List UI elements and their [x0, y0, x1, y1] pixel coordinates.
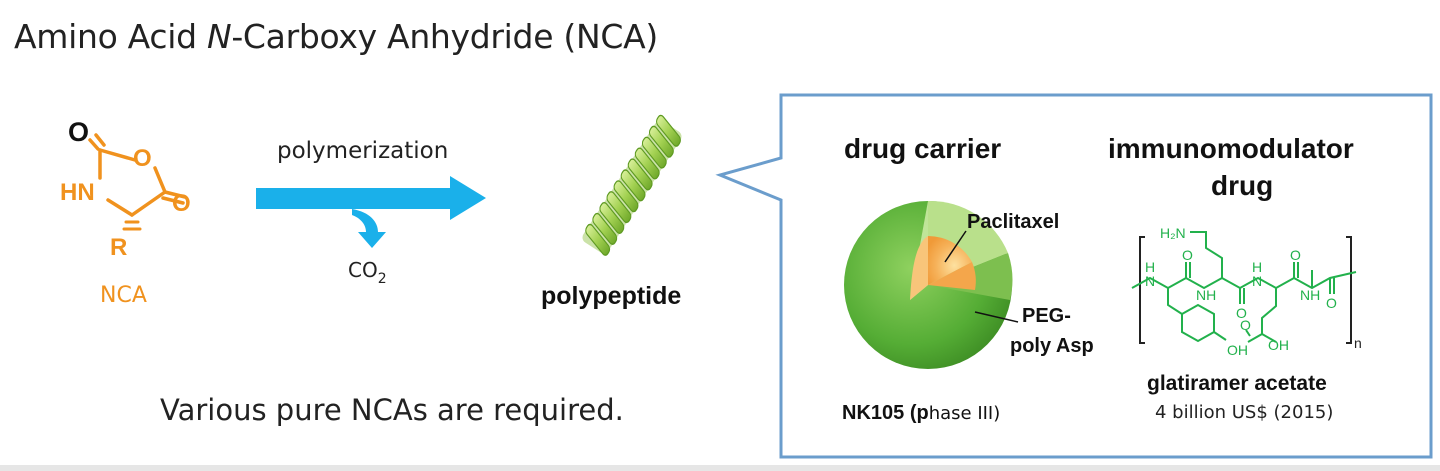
- polypeptide-helix: [582, 114, 682, 256]
- atom-nh2: NH: [1196, 287, 1216, 303]
- atom-nh1-n: N: [1145, 273, 1155, 289]
- peg-label-line1: PEG-: [1022, 305, 1071, 327]
- nca-atom-r: R: [110, 234, 127, 261]
- nk105-phase: hase III): [929, 403, 1001, 424]
- glatiramer-label: glatiramer acetate: [1147, 372, 1327, 395]
- atom-oh-glu: OH: [1268, 337, 1289, 353]
- nca-atom-hn: HN: [60, 179, 95, 206]
- nk105-label: NK105 (phase III): [842, 402, 1000, 424]
- callout-box: [715, 93, 1433, 459]
- paclitaxel-label: Paclitaxel: [967, 211, 1059, 233]
- atom-oh-tyr: OH: [1227, 342, 1248, 358]
- polymerization-label: polymerization: [277, 138, 448, 164]
- nca-label: NCA: [100, 283, 147, 308]
- peg-pointer: [974, 311, 1019, 323]
- co2-main: CO: [348, 258, 378, 282]
- co2-subscript: 2: [378, 271, 387, 287]
- nca-structure: [88, 133, 187, 231]
- atom-nh4: NH: [1300, 287, 1320, 303]
- atom-h2n: H₂N: [1160, 225, 1186, 241]
- drug-carrier-heading: drug carrier: [844, 133, 1001, 164]
- glatiramer-sales: 4 billion US$ (2015): [1155, 402, 1333, 423]
- immunomodulator-heading-line1: immunomodulator: [1108, 133, 1354, 164]
- requirement-note: Various pure NCAs are required.: [160, 393, 624, 427]
- atom-o2: O: [1236, 305, 1247, 321]
- nca-atom-o-top: O: [68, 117, 89, 147]
- atom-nh3-h: H: [1252, 259, 1262, 275]
- atom-nh3-n: N: [1252, 273, 1262, 289]
- co2-label: CO2: [348, 258, 387, 287]
- page-title: Amino Acid N-Carboxy Anhydride (NCA): [14, 17, 658, 56]
- nca-atom-o-ring: O: [133, 145, 152, 172]
- atom-nh1-h: H: [1145, 259, 1155, 275]
- nk105-bold: NK105 (: [842, 402, 917, 424]
- atom-o3: O: [1290, 247, 1301, 263]
- immunomodulator-heading-line2: drug: [1211, 170, 1273, 201]
- polypeptide-label: polypeptide: [541, 282, 681, 310]
- footer-bar: [0, 465, 1440, 471]
- nca-atom-o-right: O: [172, 190, 191, 217]
- micelle-sphere: [844, 200, 1013, 369]
- repeat-subscript: n: [1354, 335, 1362, 351]
- paclitaxel-pointer: [944, 230, 967, 263]
- atom-o1: O: [1182, 247, 1193, 263]
- polymerization-arrow: [256, 176, 486, 248]
- glatiramer-atom-labels: H₂N N H O NH O N H O NH O OH O OH: [1145, 225, 1337, 358]
- atom-o5: O: [1240, 317, 1251, 333]
- peg-label-line2: poly Asp: [1010, 335, 1094, 357]
- glatiramer-structure: [1131, 231, 1357, 344]
- atom-o4: O: [1326, 295, 1337, 311]
- nk105-p: p: [916, 402, 928, 424]
